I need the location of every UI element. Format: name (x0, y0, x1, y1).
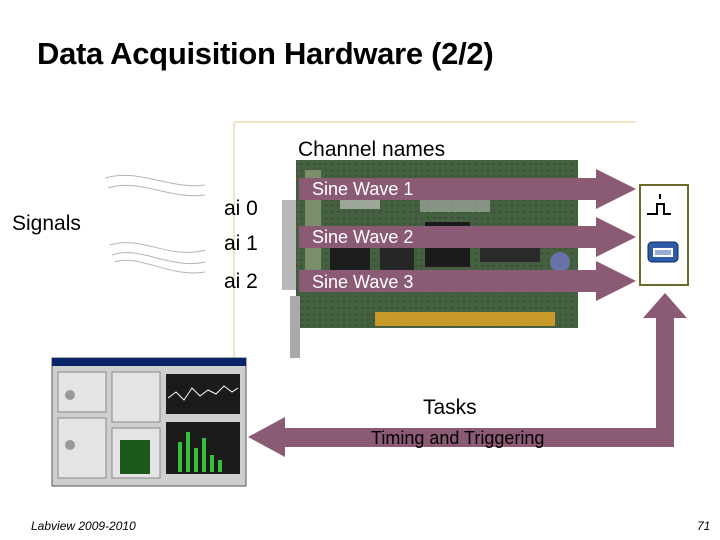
timing-triggering-label: Timing and Triggering (371, 428, 545, 448)
sine-wave-2-label: Sine Wave 2 (312, 227, 414, 247)
signal-wave-icon (104, 174, 206, 274)
sine-wave-1-label: Sine Wave 1 (312, 179, 414, 199)
tasks-label: Tasks (423, 396, 477, 419)
slide-title: Data Acquisition Hardware (2/2) (37, 36, 494, 71)
signals-label: Signals (12, 212, 81, 235)
channel-names-label: Channel names (298, 138, 446, 161)
ghost-lines (233, 121, 636, 360)
ai1-label: ai 1 (224, 232, 258, 255)
clock-icon (647, 241, 679, 263)
ai0-label: ai 0 (224, 197, 258, 220)
page-number: 71 (697, 519, 711, 533)
up-arrow (643, 293, 687, 447)
sine-wave-3-label: Sine Wave 3 (312, 272, 414, 292)
timing-arrow (248, 417, 674, 457)
footer-course-label: Labview 2009-2010 (31, 519, 136, 533)
task-box (639, 184, 689, 286)
channel-arrows (299, 169, 636, 301)
ai2-label: ai 2 (224, 270, 258, 293)
labview-screenshot-image (51, 357, 247, 487)
trigger-icon (647, 194, 671, 215)
